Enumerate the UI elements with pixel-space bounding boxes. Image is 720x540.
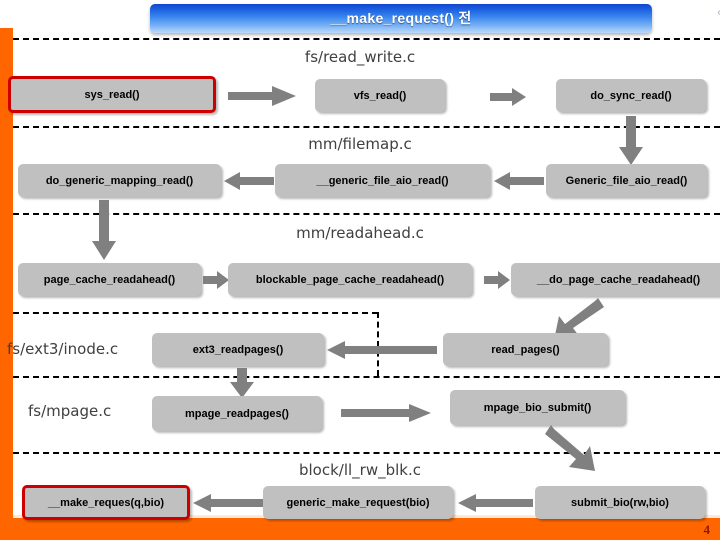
arrow-ext3-readpages-to-mpage-readpages: [230, 368, 254, 398]
divider-ext3-right: [377, 312, 379, 376]
section-label-mpage: fs/mpage.c: [28, 402, 112, 420]
arrow-mpage-bio-submit-to-submit-bio: [545, 425, 601, 475]
function-box-sys-read[interactable]: sys_read(): [8, 76, 216, 113]
section-label-ll-rw-blk: block/ll_rw_blk.c: [298, 461, 421, 479]
page-number: 4: [703, 522, 711, 537]
divider-filemap: [13, 126, 720, 128]
arrow-generic-file-aio-read-to-generic-file-aio-read-2: [494, 172, 544, 190]
function-box-page-cache-readahead[interactable]: page_cache_readahead(): [18, 263, 201, 296]
divider-block: [13, 452, 720, 454]
function-box-generic-file-aio-read[interactable]: Generic_file_aio_read(): [546, 164, 707, 197]
arrow-do-generic-mapping-read-to-page-cache-readahead: [92, 200, 116, 260]
function-box-do-page-cache-readahead[interactable]: __do_page_cache_readahead(): [511, 263, 720, 296]
arrow-generic-make-request-to-make-request: [193, 494, 268, 512]
function-box-generic-make-request[interactable]: generic_make_request(bio): [263, 486, 453, 519]
arrow-read-pages-to-ext3-readpages: [327, 341, 437, 359]
function-box-submit-bio[interactable]: submit_bio(rw,bio): [535, 486, 705, 519]
arrow-page-cache-readahead-to-blockable: [203, 271, 229, 289]
function-box-mpage-readpages[interactable]: mpage_readpages(): [152, 396, 322, 431]
divider-read-write: [13, 38, 720, 40]
left-accent-bar: [0, 28, 13, 540]
divider-ext3-top: [13, 312, 378, 314]
arrow-blockable-to-do-page-cache-readahead: [484, 271, 510, 289]
divider-readahead: [13, 213, 720, 215]
arrow-vfs-read-to-do-sync-read: [490, 88, 526, 106]
arrow-sys-read-to-vfs-read: [228, 86, 296, 106]
slide-title-banner: __make_request() 전: [150, 4, 720, 33]
section-label-filemap: mm/filemap.c: [308, 135, 412, 153]
arrow-submit-bio-to-generic-make-request: [458, 494, 533, 512]
section-label-readahead: mm/readahead.c: [296, 224, 424, 242]
function-box-read-pages[interactable]: read_pages(): [443, 333, 608, 366]
arrow-generic-file-aio-read-2-to-do-generic-mapping-read: [224, 172, 274, 190]
function-box-vfs-read[interactable]: vfs_read(): [315, 79, 445, 112]
function-box-ext3-readpages[interactable]: ext3_readpages(): [152, 333, 324, 366]
divider-mpage: [13, 376, 720, 378]
function-box-generic-file-aio-read-2[interactable]: __generic_file_aio_read(): [275, 164, 490, 197]
slide-title: __make_request() 전: [330, 10, 472, 26]
function-box-make-request[interactable]: __make_reques(q,bio): [22, 485, 190, 520]
function-box-mpage-bio-submit[interactable]: mpage_bio_submit(): [450, 390, 625, 425]
function-box-do-generic-mapping-read[interactable]: do_generic_mapping_read(): [18, 164, 221, 197]
function-box-do-sync-read[interactable]: do_sync_read(): [556, 79, 706, 112]
section-label-ext3-inode: fs/ext3/inode.c: [7, 340, 119, 358]
function-box-blockable-page-cache-readahead[interactable]: blockable_page_cache_readahead(): [228, 263, 472, 296]
arrow-do-sync-read-to-generic-file-aio-read: [619, 116, 643, 165]
arrow-mpage-readpages-to-mpage-bio-submit: [341, 404, 431, 422]
bottom-accent-bar: [0, 518, 720, 540]
arrow-do-page-cache-readahead-to-read-pages: [548, 298, 604, 340]
section-label-read-write: fs/read_write.c: [304, 48, 416, 66]
